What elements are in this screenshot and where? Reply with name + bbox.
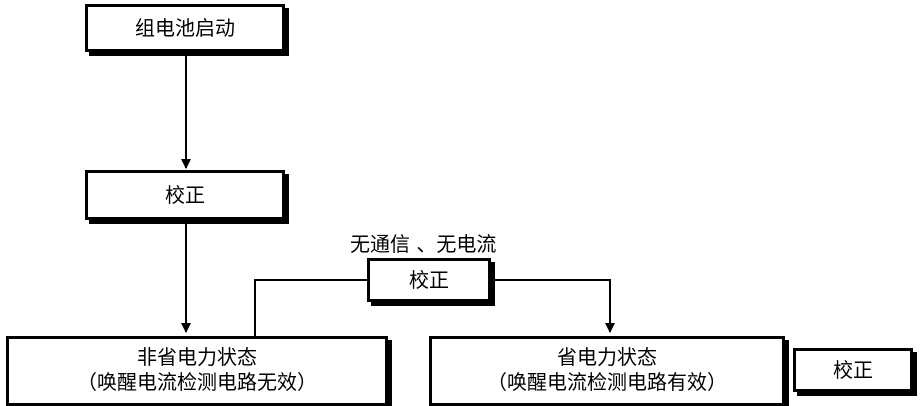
condition-label: 无通信 、无电流 — [350, 232, 497, 256]
calibrate-node-3-label: 校正 — [833, 357, 873, 382]
non-saving-state-title: 非省电力状态 — [137, 345, 257, 369]
arrow-calibrate-to-saving — [492, 279, 615, 333]
start-node-label: 组电池启动 — [135, 15, 235, 40]
calibrate-node-2: 校正 — [367, 258, 491, 302]
saving-state-node: 省电力状态 （唤醒电流检测电路有效） — [429, 336, 785, 406]
non-saving-state-node: 非省电力状态 （唤醒电流检测电路无效） — [6, 336, 388, 406]
line-non-saving-to-calibrate — [254, 279, 367, 336]
saving-state-subtitle: （唤醒电流检测电路有效） — [487, 370, 727, 394]
start-node: 组电池启动 — [85, 4, 285, 52]
calibrate-node-2-label: 校正 — [409, 267, 449, 292]
saving-state-title: 省电力状态 — [557, 345, 657, 369]
non-saving-state-subtitle: （唤醒电流检测电路无效） — [77, 370, 317, 394]
calibrate-node-1-label: 校正 — [165, 182, 205, 207]
calibrate-node-3: 校正 — [793, 348, 913, 392]
calibrate-node-1: 校正 — [85, 170, 285, 220]
